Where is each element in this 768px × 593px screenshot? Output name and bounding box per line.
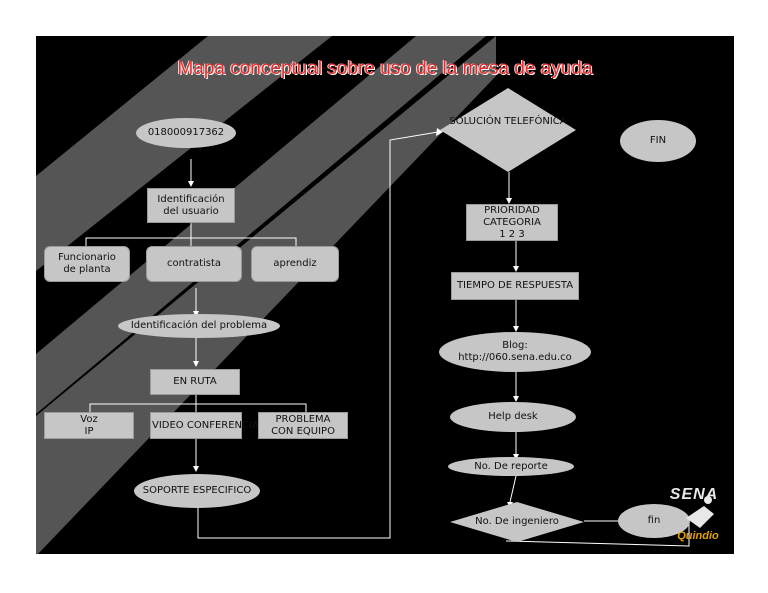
arrow-head-8 xyxy=(513,326,519,332)
node-problema-equipo: PROBLEMA CON EQUIPO xyxy=(258,412,348,439)
node-help-desk: Help desk xyxy=(450,402,576,432)
node-video-conferencia: VIDEO CONFERENCIA xyxy=(150,412,259,439)
diagonal-stripe-1 xyxy=(36,36,332,271)
line-ruta-to-types xyxy=(89,403,307,412)
node-solucion-label: SOLUCIÓN TELEFÓNICA xyxy=(449,116,567,127)
node-ingeniero-label: No. De ingeniero xyxy=(475,516,559,527)
arrow-head-5 xyxy=(436,128,443,136)
arrow-head-1 xyxy=(188,181,194,187)
node-identificacion-usuario: Identificación del usuario xyxy=(147,188,235,223)
sena-logo-name: SENA xyxy=(669,486,719,503)
node-voz-ip: Voz IP xyxy=(44,412,134,439)
node-reporte: No. De reporte xyxy=(448,457,574,476)
page-title: Mapa conceptual sobre uso de la mesa de … xyxy=(177,58,593,79)
sena-logo-region: Quindio xyxy=(677,530,719,542)
diamond-shape xyxy=(440,88,576,172)
node-tiempo-respuesta: TIEMPO DE RESPUESTA xyxy=(451,272,579,300)
node-funcionario: Funcionario de planta xyxy=(44,246,130,282)
diagonal-stripe-2 xyxy=(36,36,496,554)
node-blog: Blog: http://060.sena.edu.co xyxy=(439,332,591,372)
sena-logo: SENA Quindio xyxy=(664,480,724,550)
node-ingeniero: No. De ingeniero xyxy=(450,502,584,542)
arrow-head-9 xyxy=(513,396,519,402)
node-fin-top: FIN xyxy=(620,120,696,162)
sena-logo-mark xyxy=(686,496,714,528)
diamond-shape xyxy=(450,502,584,542)
arrow-head-7 xyxy=(513,266,519,272)
connectors-layer xyxy=(36,36,690,554)
node-en-ruta: EN RUTA xyxy=(150,369,240,395)
node-prioridad: PRIORIDAD CATEGORIA 1 2 3 xyxy=(466,204,558,241)
node-aprendiz: aprendiz xyxy=(251,246,339,282)
node-soporte-especifico: SOPORTE ESPECIFICO xyxy=(134,474,260,508)
diagonal-stripe-3 xyxy=(36,36,486,414)
line-ingeniero-to-fin-bottom xyxy=(505,524,690,547)
node-identificacion-problema: Identificación del problema xyxy=(118,314,280,338)
arrow-head-4 xyxy=(193,466,199,472)
line-soporte-to-solucion xyxy=(197,131,439,539)
node-fin-bottom: fin xyxy=(618,504,690,538)
node-solucion-telefonica: SOLUCIÓN TELEFÓNICA xyxy=(440,88,576,172)
arrow-head-3 xyxy=(193,361,199,367)
line-reporte-to-ingeniero xyxy=(509,475,517,503)
node-contratista: contratista xyxy=(146,246,242,282)
node-phone: 018000917362 xyxy=(136,118,236,148)
concept-map-slide: Mapa conceptual sobre uso de la mesa de … xyxy=(36,36,734,554)
arrow-head-6 xyxy=(506,198,512,204)
